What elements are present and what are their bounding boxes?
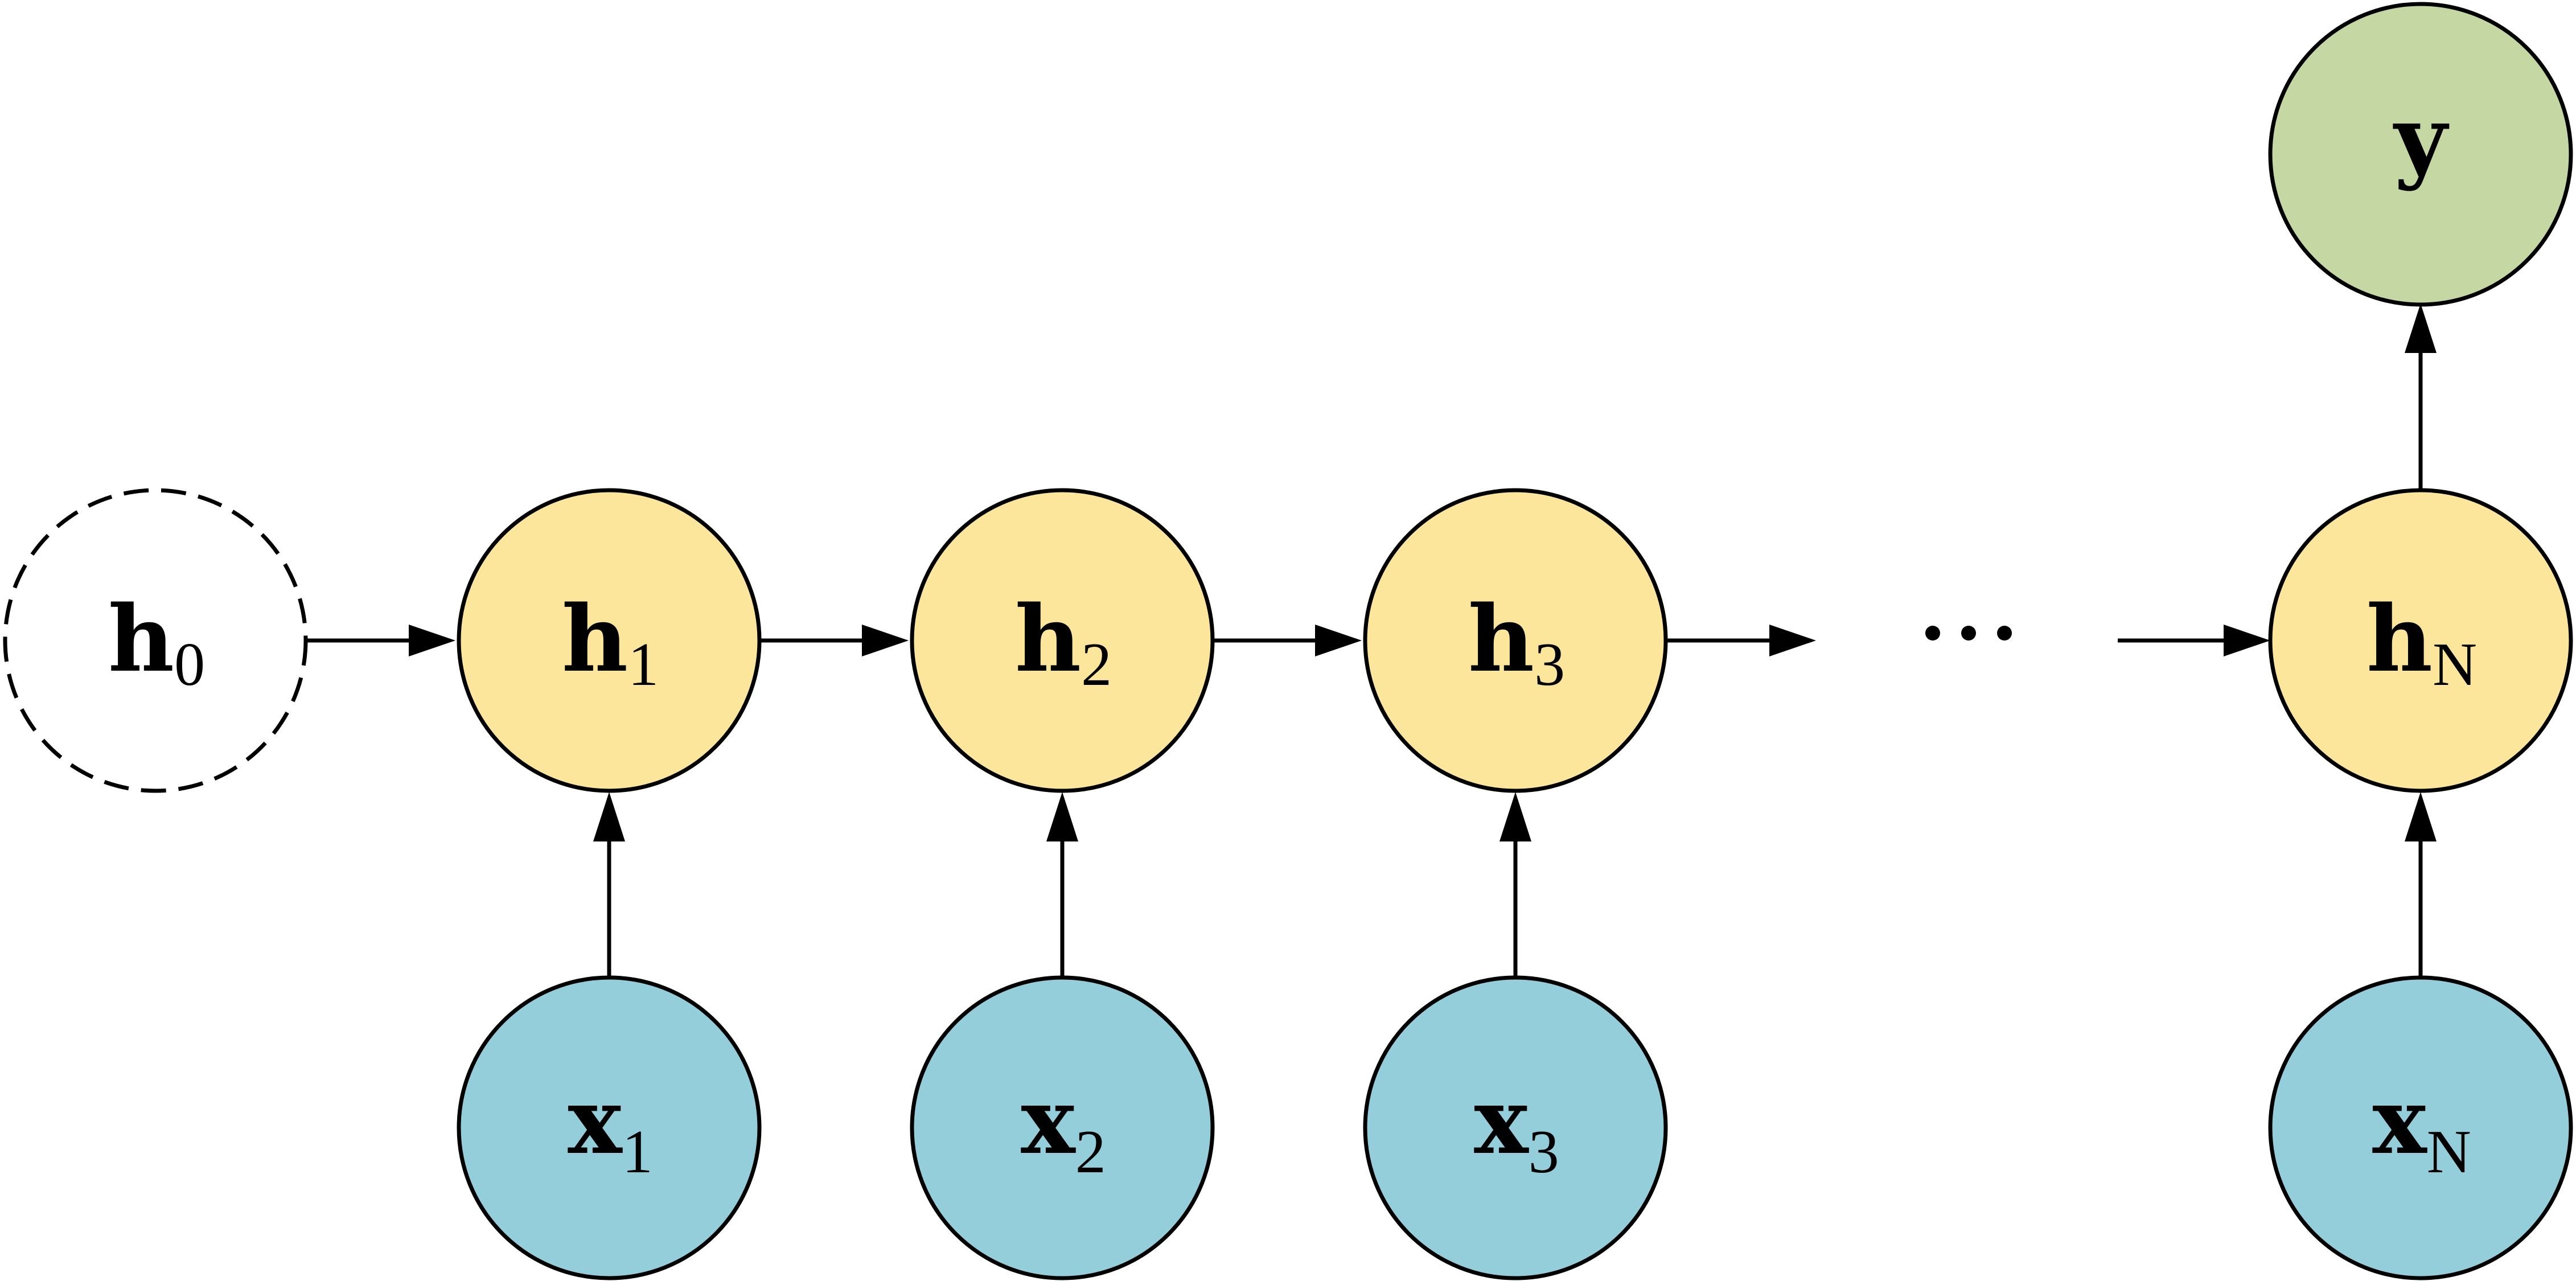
ellipsis-dots xyxy=(1925,626,2012,640)
node-xN: xN xyxy=(2268,975,2573,1280)
node-hN-label: hN xyxy=(2367,585,2477,699)
edge-hN-y xyxy=(2405,303,2437,489)
node-y: y xyxy=(2268,2,2573,307)
edge-h2-h3 xyxy=(1214,625,1362,656)
edge-h0-h1 xyxy=(307,625,455,656)
edge-x3-h3 xyxy=(1499,792,1531,977)
edge-ellipsis-hN xyxy=(2118,625,2270,656)
node-x3-label: x3 xyxy=(1474,1068,1559,1186)
node-x2: x2 xyxy=(910,975,1215,1280)
node-x3: x3 xyxy=(1363,975,1668,1280)
node-h1-label: h1 xyxy=(562,585,659,699)
edge-h1-h2 xyxy=(761,625,909,656)
node-h2: h2 xyxy=(910,488,1215,793)
edge-xN-hN xyxy=(2405,792,2437,977)
nodes: h0 h1 h2 h3 hN x1 x2 xyxy=(3,2,2573,1280)
edges xyxy=(307,303,2437,977)
edge-x2-h2 xyxy=(1046,792,1078,977)
node-x1: x1 xyxy=(457,975,762,1280)
node-h1: h1 xyxy=(457,488,762,793)
node-h3-label: h3 xyxy=(1468,585,1565,699)
node-h2-label: h2 xyxy=(1015,585,1112,699)
node-h0: h0 xyxy=(3,488,308,793)
node-x2-label: x2 xyxy=(1021,1068,1106,1186)
node-y-label: y xyxy=(2393,85,2450,192)
node-h0-label: h0 xyxy=(108,585,205,699)
edge-h3-ellipsis xyxy=(1667,625,1816,656)
node-x1-label: x1 xyxy=(568,1068,652,1186)
node-hN: hN xyxy=(2268,488,2573,793)
node-xN-label: xN xyxy=(2372,1068,2471,1186)
node-h3: h3 xyxy=(1363,488,1668,793)
edge-x1-h1 xyxy=(593,792,625,977)
